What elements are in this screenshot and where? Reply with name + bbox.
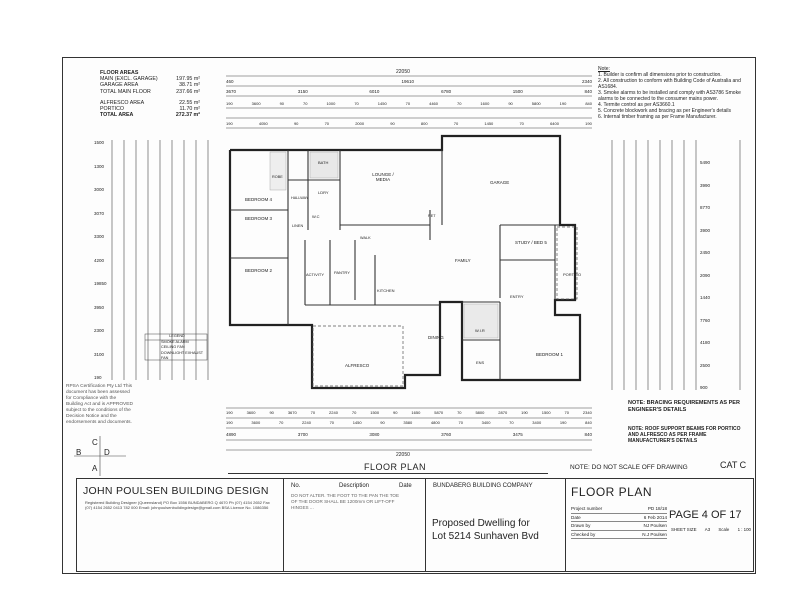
section-marker-lines <box>74 436 126 476</box>
room-wir: W.I.R <box>475 328 485 333</box>
note-item: 2. All construction to conform with Buil… <box>598 78 741 90</box>
room-robe: ROBE <box>272 175 283 179</box>
certification-stamp: RPSA Certification Pty Ltd This document… <box>66 384 133 425</box>
note-item: 5. Concrete blockwork and bracing as per… <box>598 108 731 114</box>
room-bedroom1: BEDROOM 1 <box>536 352 564 357</box>
revision-date-header: Date <box>399 483 412 489</box>
room-alfresco: ALFRESCO <box>345 363 370 368</box>
section-marker: B C D A <box>74 436 126 476</box>
room-wc: W.C <box>312 214 320 219</box>
note-item: 4. Termite control as per AS3660.1 <box>598 102 675 108</box>
room-kitchen: KITCHEN <box>377 288 395 293</box>
legend-item: SMOKE ALARM <box>161 339 189 344</box>
room-garage: GARAGE <box>490 180 510 185</box>
company-name: JOHN POULSEN BUILDING DESIGN <box>83 485 269 497</box>
marker-a: A <box>92 464 98 473</box>
room-pantry: PANTRY <box>334 270 350 275</box>
company-address: Registered Building Designer (Queensland… <box>85 500 270 510</box>
title-block-divider <box>565 479 566 571</box>
room-ret: RET <box>428 214 436 218</box>
room-walk: WALK <box>360 236 371 240</box>
room-portico: PORTICO <box>563 272 582 277</box>
sheet-size-row: SHEET SIZE A3 Scale 1 : 100 <box>671 527 751 532</box>
project-lot: Lot 5214 Sunhaven Bvd <box>432 531 539 542</box>
floor-areas: FLOOR AREAS MAIN (EXCL. GARAGE)197.95 m²… <box>100 70 200 118</box>
room-hall: HALLWAY <box>291 196 309 200</box>
plan-title-underline <box>228 473 548 474</box>
title-block-divider <box>283 479 284 571</box>
room-entry: ENTRY <box>510 294 524 299</box>
title-block-divider <box>425 479 426 571</box>
room-linen: LINEN <box>292 224 304 228</box>
project-description: Proposed Dwelling for Lot 5214 Sunhaven … <box>432 517 539 543</box>
room-study: STUDY / BED 5 <box>515 240 547 245</box>
room-dining: DINING <box>428 335 444 340</box>
revision-no-header: No. <box>291 483 301 489</box>
note-item: 6. Internal timber framing as per Frame … <box>598 114 717 120</box>
note-item: 1. Builder is confirm all dimensions pri… <box>598 72 722 78</box>
room-family: FAMILY <box>455 258 471 263</box>
roof-support-note: NOTE: ROOF SUPPORT BEAMS FOR PORTICO AND… <box>628 426 741 444</box>
plan-title: FLOOR PLAN <box>364 462 427 472</box>
room-bedroom2: BEDROOM 2 <box>245 268 273 273</box>
floor-areas-title: FLOOR AREAS <box>100 70 139 76</box>
title-block: JOHN POULSEN BUILDING DESIGN Registered … <box>76 478 754 572</box>
drawing-sheet <box>62 57 756 574</box>
revision-note: DO NOT ALTER. THE FOOT TO THE PAN THE TO… <box>291 493 400 511</box>
room-activity: ACTIVITY <box>306 272 325 277</box>
legend-title: LEGEND <box>169 334 185 338</box>
room-ldry: LDRY <box>318 190 329 195</box>
room-bedroom3: BEDROOM 3 <box>245 216 273 221</box>
legend: LEGEND SMOKE ALARM CEILING FAN DOWNLIGHT… <box>147 334 207 362</box>
legend-item: DOWNLIGHT EXHAUST FAN <box>161 350 204 361</box>
dim-overall-bottom: 22050 <box>396 452 410 458</box>
area-row: MAIN (EXCL. GARAGE)197.95 m² <box>100 76 200 83</box>
note-item: 3. Smoke alarms to be installed and comp… <box>598 90 741 102</box>
project-title: Proposed Dwelling for <box>432 518 530 529</box>
dim-overall-top: 22050 <box>396 69 410 75</box>
page-number: PAGE 4 OF 17 <box>669 509 742 521</box>
marker-b: B <box>76 448 82 457</box>
construction-notes: Note: 1. Builder is confirm all dimensio… <box>598 66 750 120</box>
no-scale-note: NOTE: DO NOT SCALE OFF DRAWING <box>570 464 688 471</box>
revision-desc-header: Description <box>339 483 370 489</box>
marker-d: D <box>104 448 110 457</box>
room-bedroom4: BEDROOM 4 <box>245 197 273 202</box>
notes-title: Note: <box>598 66 610 72</box>
category-label: CAT C <box>720 460 747 470</box>
builder-name: BUNDABERG BUILDING COMPANY <box>433 483 533 489</box>
room-lounge: LOUNGE / MEDIA <box>372 172 394 182</box>
room-ens: ENS <box>476 360 485 365</box>
marker-c: C <box>92 438 98 447</box>
bracing-note: NOTE: BRACING REQUIREMENTS AS PER ENGINE… <box>628 400 740 413</box>
legend-item: CEILING FAN <box>161 345 185 349</box>
room-bath: BATH <box>318 160 329 165</box>
sheet-title: FLOOR PLAN <box>571 485 653 499</box>
